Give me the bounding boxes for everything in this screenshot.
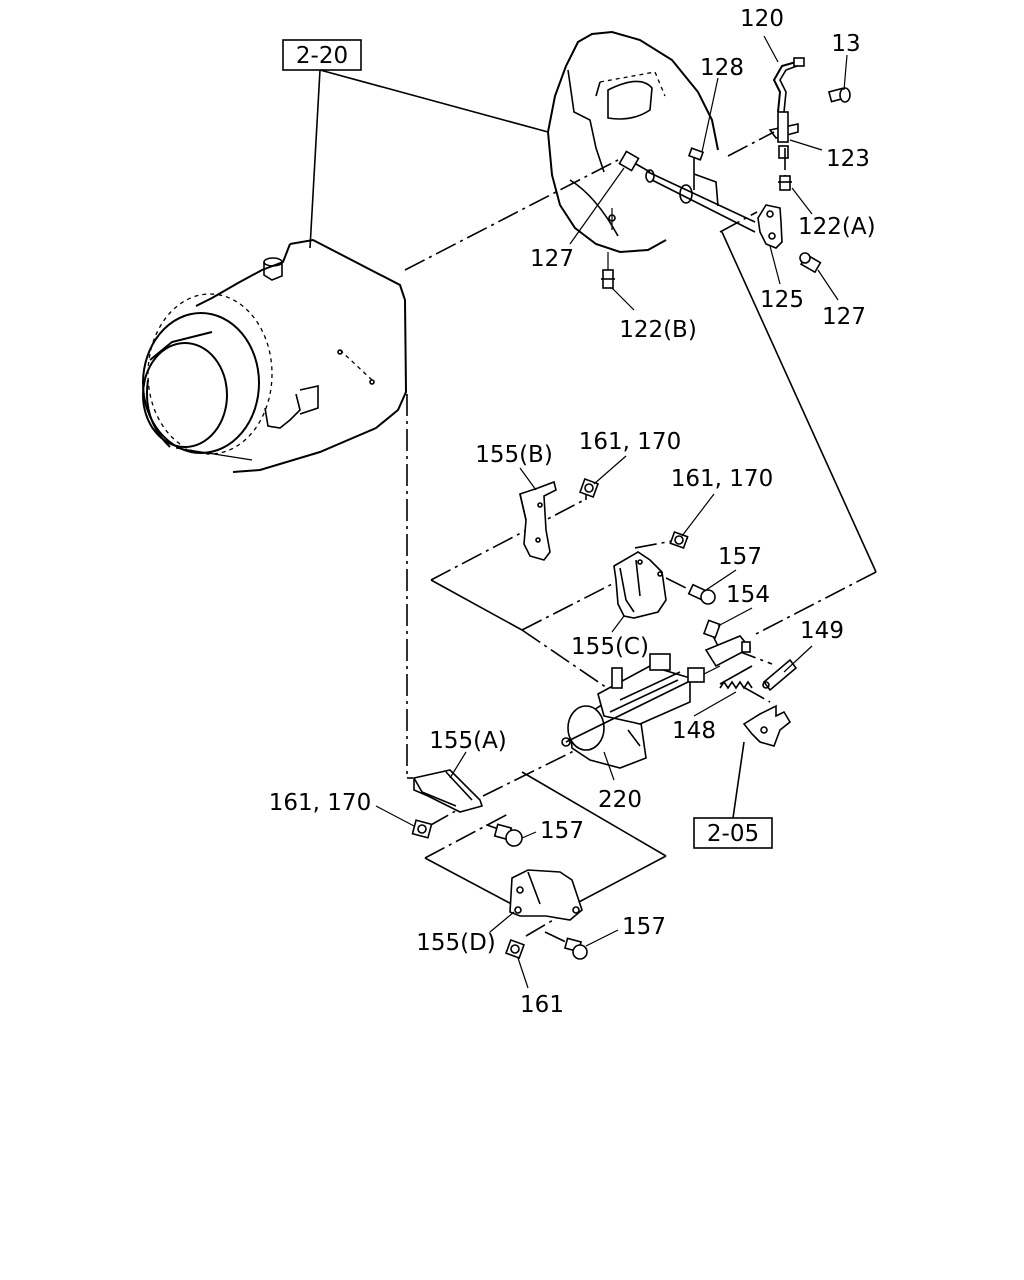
callout-220[interactable]: 220 bbox=[598, 787, 642, 813]
bracket-155b[interactable] bbox=[519, 480, 557, 561]
bolt-157-c[interactable] bbox=[563, 937, 588, 960]
callout-157-a[interactable]: 157 bbox=[718, 544, 762, 570]
bolt-157-b[interactable] bbox=[493, 823, 523, 847]
bolt-157-a[interactable] bbox=[687, 583, 716, 605]
spring-148[interactable] bbox=[719, 680, 753, 690]
bracket-2-05-side[interactable] bbox=[742, 704, 792, 747]
callout-148[interactable]: 148 bbox=[672, 718, 716, 744]
bolt-13[interactable] bbox=[827, 87, 851, 103]
transmission-housing bbox=[142, 238, 408, 473]
callout-127-lever[interactable]: 127 bbox=[822, 304, 866, 330]
assembly-center-lines bbox=[404, 131, 877, 945]
callout-161-170-b[interactable]: 161, 170 bbox=[671, 466, 773, 492]
reference-label-2-05: 2-05 bbox=[707, 821, 759, 847]
callout-155a[interactable]: 155(A) bbox=[429, 728, 507, 754]
callout-155d[interactable]: 155(D) bbox=[416, 930, 496, 956]
reference-leaders-2-20 bbox=[309, 69, 549, 249]
callout-122a[interactable]: 122(A) bbox=[798, 214, 876, 240]
callout-161-170-a[interactable]: 161, 170 bbox=[579, 429, 681, 455]
bracket-123[interactable] bbox=[768, 111, 799, 159]
clutch-booster-220[interactable] bbox=[561, 653, 721, 769]
bracket-155c[interactable] bbox=[613, 551, 667, 619]
bracket-155a[interactable] bbox=[413, 769, 484, 813]
nut-161-170-a[interactable] bbox=[579, 478, 599, 498]
callout-13[interactable]: 13 bbox=[831, 31, 860, 57]
callout-122b[interactable]: 122(B) bbox=[619, 317, 697, 343]
callout-155c[interactable]: 155(C) bbox=[571, 634, 649, 660]
callout-161-170-c[interactable]: 161, 170 bbox=[269, 790, 371, 816]
nut-161[interactable] bbox=[505, 939, 525, 959]
callout-labels: 120 13 128 123 122(A) 127 127 125 122(B)… bbox=[269, 6, 876, 1018]
nut-161-170-c[interactable] bbox=[411, 819, 433, 839]
callout-157-b[interactable]: 157 bbox=[540, 818, 584, 844]
bolt-127-lever[interactable] bbox=[799, 252, 822, 274]
callout-128[interactable]: 128 bbox=[700, 55, 744, 81]
reference-box-2-05[interactable]: 2-05 bbox=[693, 817, 773, 849]
reference-box-2-20[interactable]: 2-20 bbox=[282, 39, 362, 71]
callout-161[interactable]: 161 bbox=[520, 992, 564, 1018]
pipe-120[interactable] bbox=[772, 57, 805, 113]
release-shaft[interactable] bbox=[645, 156, 756, 233]
clevis-149[interactable] bbox=[762, 658, 798, 692]
callout-149[interactable]: 149 bbox=[800, 618, 844, 644]
callout-123[interactable]: 123 bbox=[826, 146, 870, 172]
clutch-housing bbox=[547, 30, 719, 254]
lever-125[interactable] bbox=[757, 204, 783, 249]
callout-155b[interactable]: 155(B) bbox=[475, 442, 553, 468]
callout-leaders bbox=[375, 35, 848, 989]
nut-161-170-b[interactable] bbox=[669, 530, 689, 550]
push-rod-switch[interactable] bbox=[704, 635, 753, 685]
reference-label-2-20: 2-20 bbox=[296, 43, 348, 69]
reference-leader-2-05 bbox=[732, 741, 745, 819]
key-128[interactable] bbox=[687, 147, 705, 161]
fitting-122b[interactable] bbox=[601, 252, 615, 289]
callout-127-housing[interactable]: 127 bbox=[530, 246, 574, 272]
callout-157-c[interactable]: 157 bbox=[622, 914, 666, 940]
bolt-154[interactable] bbox=[702, 619, 722, 639]
callout-125[interactable]: 125 bbox=[760, 287, 804, 313]
callout-120[interactable]: 120 bbox=[740, 6, 784, 32]
callout-154[interactable]: 154 bbox=[726, 582, 770, 608]
fitting-122a[interactable] bbox=[778, 175, 792, 191]
bracket-155d[interactable] bbox=[509, 869, 583, 921]
